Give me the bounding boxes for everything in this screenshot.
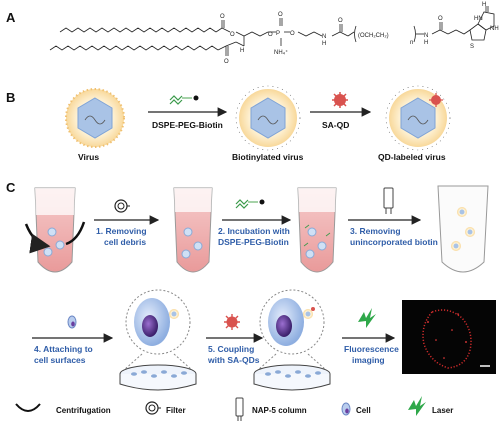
legend-cell: Cell [356, 406, 371, 415]
legend-column: NAP-5 column [252, 406, 307, 415]
step5-line1: 5. Coupling [208, 344, 254, 354]
step6-line2: imaging [352, 355, 385, 365]
atom-nh4: NH₄⁺ [274, 49, 288, 56]
reagent1-label: DSPE-PEG-Biotin [152, 120, 223, 130]
atom-p: P [276, 31, 280, 37]
atom-s: S [470, 44, 474, 50]
step4-line2: cell surfaces [34, 355, 86, 365]
atom-o5: O [278, 12, 283, 18]
legend-filter: Filter [166, 406, 186, 415]
reagent-dspe-icon-2 [235, 199, 265, 209]
step6-line1: Fluorescence [344, 344, 399, 354]
tube-4 [437, 185, 489, 273]
panel-b-label: B [6, 90, 15, 105]
atom-nh: NH [490, 26, 499, 32]
atom-o6: O [290, 31, 295, 37]
column-legend-icon [235, 397, 244, 421]
laser-legend-icon [408, 396, 426, 416]
qd-icon-2 [224, 314, 240, 330]
legend-centrifugation: Centrifugation [56, 406, 111, 415]
step1-line2: cell debris [104, 237, 146, 247]
structure-atom-labels: O O O H O P O O NH₄⁺ N H O (OCH₂CH₂) n N… [220, 2, 499, 65]
virus-small-icon [67, 315, 77, 329]
dspe-peg-biotin-structure [49, 6, 495, 56]
fluorescence-image [402, 300, 496, 374]
atom-o7: O [338, 18, 343, 24]
atom-n2: N [424, 33, 428, 39]
virus-plain [65, 88, 125, 148]
atom-hh: H [482, 2, 486, 8]
peg-repeat: n [410, 40, 413, 46]
virus-biotinylated [235, 85, 301, 151]
virus-label: Virus [78, 152, 99, 162]
dish-1 [119, 289, 197, 391]
atom-hn: HN [474, 16, 483, 22]
step3-line2: unincorporated biotin [350, 237, 438, 247]
virus-qd-labeled [385, 85, 451, 151]
cell-legend-icon [341, 402, 351, 416]
step4-line1: 4. Attaching to [34, 344, 93, 354]
reagent-dspe-icon [169, 95, 199, 105]
filter-legend-icon [145, 401, 161, 415]
step2-line1: 2. Incubation with [218, 226, 290, 236]
filter-icon [114, 199, 130, 213]
peg-unit: (OCH₂CH₂) [358, 33, 389, 39]
qd-labeled-label: QD-labeled virus [378, 152, 446, 162]
qd-icon [332, 92, 348, 108]
dish-2 [253, 289, 331, 391]
panel-c-label: C [6, 180, 16, 195]
step5-line2: with SA-QDs [207, 355, 260, 365]
step3-line1: 3. Removing [350, 226, 401, 236]
atom-h: H [240, 48, 244, 54]
reagent2-label: SA-QD [322, 120, 349, 130]
legend-laser: Laser [432, 406, 453, 415]
tube-2 [173, 187, 213, 273]
atom-o3: O [224, 59, 229, 65]
tube-3 [297, 187, 337, 273]
atom-o8: O [438, 16, 443, 22]
panel-a-label: A [6, 10, 16, 25]
atom-h2: H [424, 40, 428, 46]
laser-icon [358, 308, 376, 328]
atom-o1: O [220, 14, 225, 20]
legend: Centrifugation Filter NAP-5 column Cell … [15, 396, 453, 421]
atom-o2: O [230, 32, 235, 38]
nap5-column-icon [383, 187, 394, 214]
atom-h1: H [322, 41, 326, 47]
tube-1 [24, 187, 86, 273]
step1-line1: 1. Removing [96, 226, 147, 236]
atom-n1: N [322, 34, 326, 40]
centrifugation-icon [15, 403, 41, 412]
step2-line2: DSPE-PEG-Biotin [218, 237, 289, 247]
atom-o4: O [268, 32, 273, 38]
biotinylated-label: Biotinylated virus [232, 152, 304, 162]
